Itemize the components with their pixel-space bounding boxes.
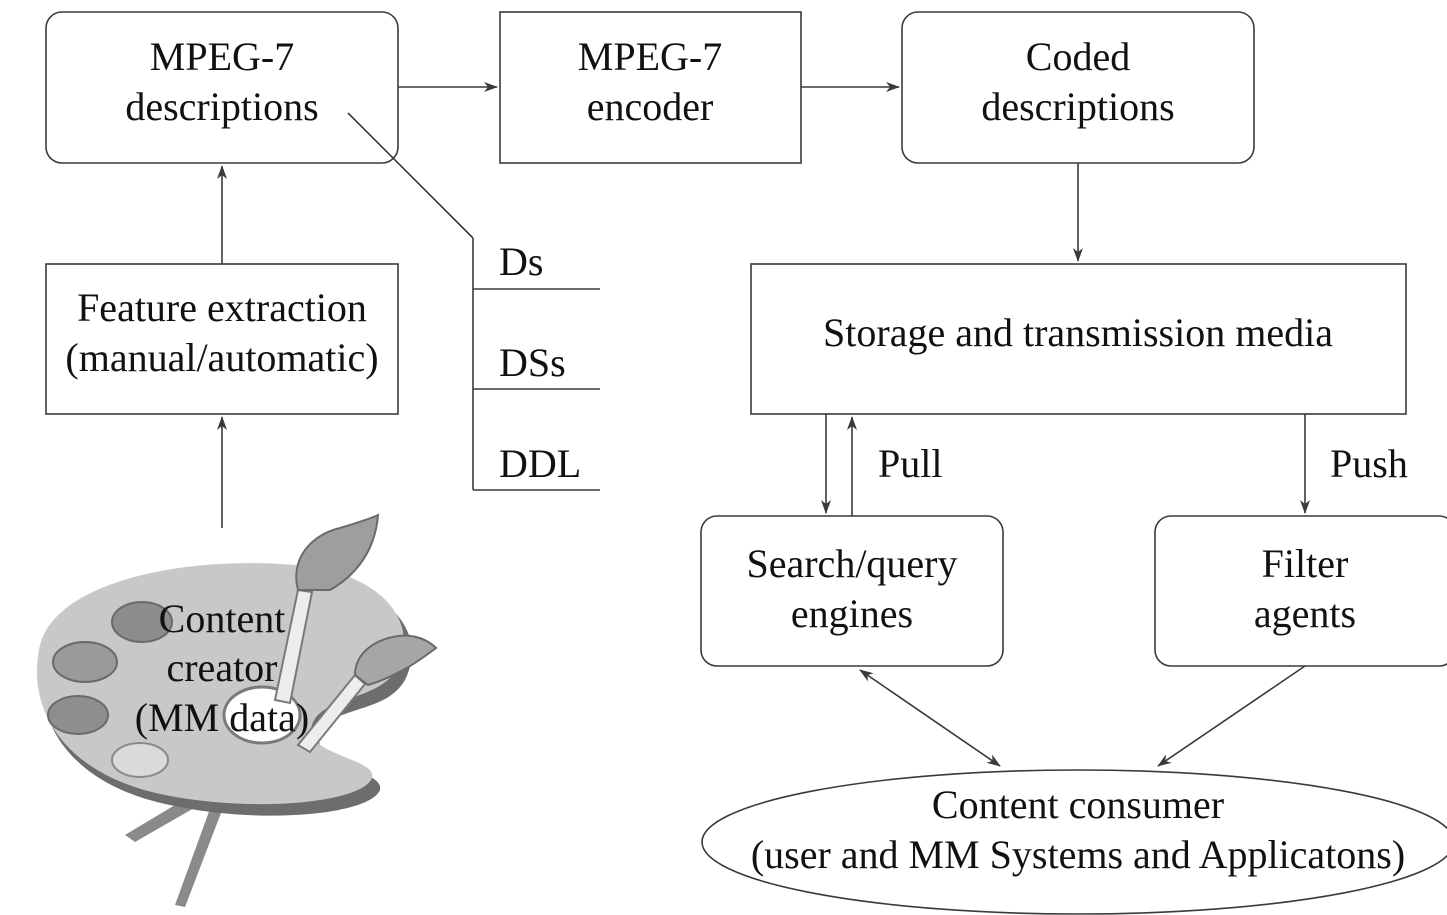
content-consumer-line2: (user and MM Systems and Applicatons) <box>751 832 1405 877</box>
search-engines-line1: Search/query <box>746 541 957 586</box>
content-creator-line2: creator <box>166 645 277 690</box>
mpeg7-descriptions-line2: descriptions <box>125 84 318 129</box>
standard-part-ddl: DDL <box>499 441 581 486</box>
standard-part-dss: DSs <box>499 340 566 385</box>
mpeg7-encoder-line2: encoder <box>587 84 714 129</box>
standard-parts-bracket: Ds DSs DDL <box>347 112 600 491</box>
coded-descriptions-line2: descriptions <box>981 84 1174 129</box>
storage-media-label: Storage and transmission media <box>823 310 1333 355</box>
content-creator-line3: (MM data) <box>135 695 309 740</box>
standard-part-ds: Ds <box>499 239 543 284</box>
coded-descriptions-line1: Coded <box>1026 34 1130 79</box>
mpeg7-encoder-line1: MPEG-7 <box>578 34 722 79</box>
arrow-search-consumer-bidirectional <box>859 669 1001 767</box>
mpeg7-descriptions-node: MPEG-7 descriptions <box>45 11 399 164</box>
content-consumer-node: Content consumer (user and MM Systems an… <box>701 769 1447 915</box>
content-creator-line1: Content <box>159 596 286 641</box>
mpeg7-encoder-node: MPEG-7 encoder <box>499 11 802 164</box>
arrow-filter-to-consumer <box>1157 665 1306 767</box>
filter-agents-line2: agents <box>1254 591 1356 636</box>
edge-label-pull: Pull <box>878 441 942 486</box>
content-creator: Content creator (MM data) <box>36 513 438 907</box>
filter-agents-line1: Filter <box>1262 541 1349 586</box>
feature-extraction-node: Feature extraction (manual/automatic) <box>45 263 399 415</box>
coded-descriptions-node: Coded descriptions <box>901 11 1255 164</box>
content-consumer-line1: Content consumer <box>932 782 1224 827</box>
search-engines-line2: engines <box>791 591 913 636</box>
filter-agents-node: Filter agents <box>1154 515 1447 667</box>
paint-palette-icon <box>36 513 438 907</box>
edge-label-push: Push <box>1330 441 1408 486</box>
mpeg7-descriptions-line1: MPEG-7 <box>150 34 294 79</box>
search-engines-node: Search/query engines <box>700 515 1004 667</box>
bracket-connector-line <box>347 112 474 239</box>
feature-extraction-line1: Feature extraction <box>77 285 367 330</box>
storage-media-node: Storage and transmission media <box>750 263 1407 415</box>
feature-extraction-line2: (manual/automatic) <box>65 335 378 380</box>
